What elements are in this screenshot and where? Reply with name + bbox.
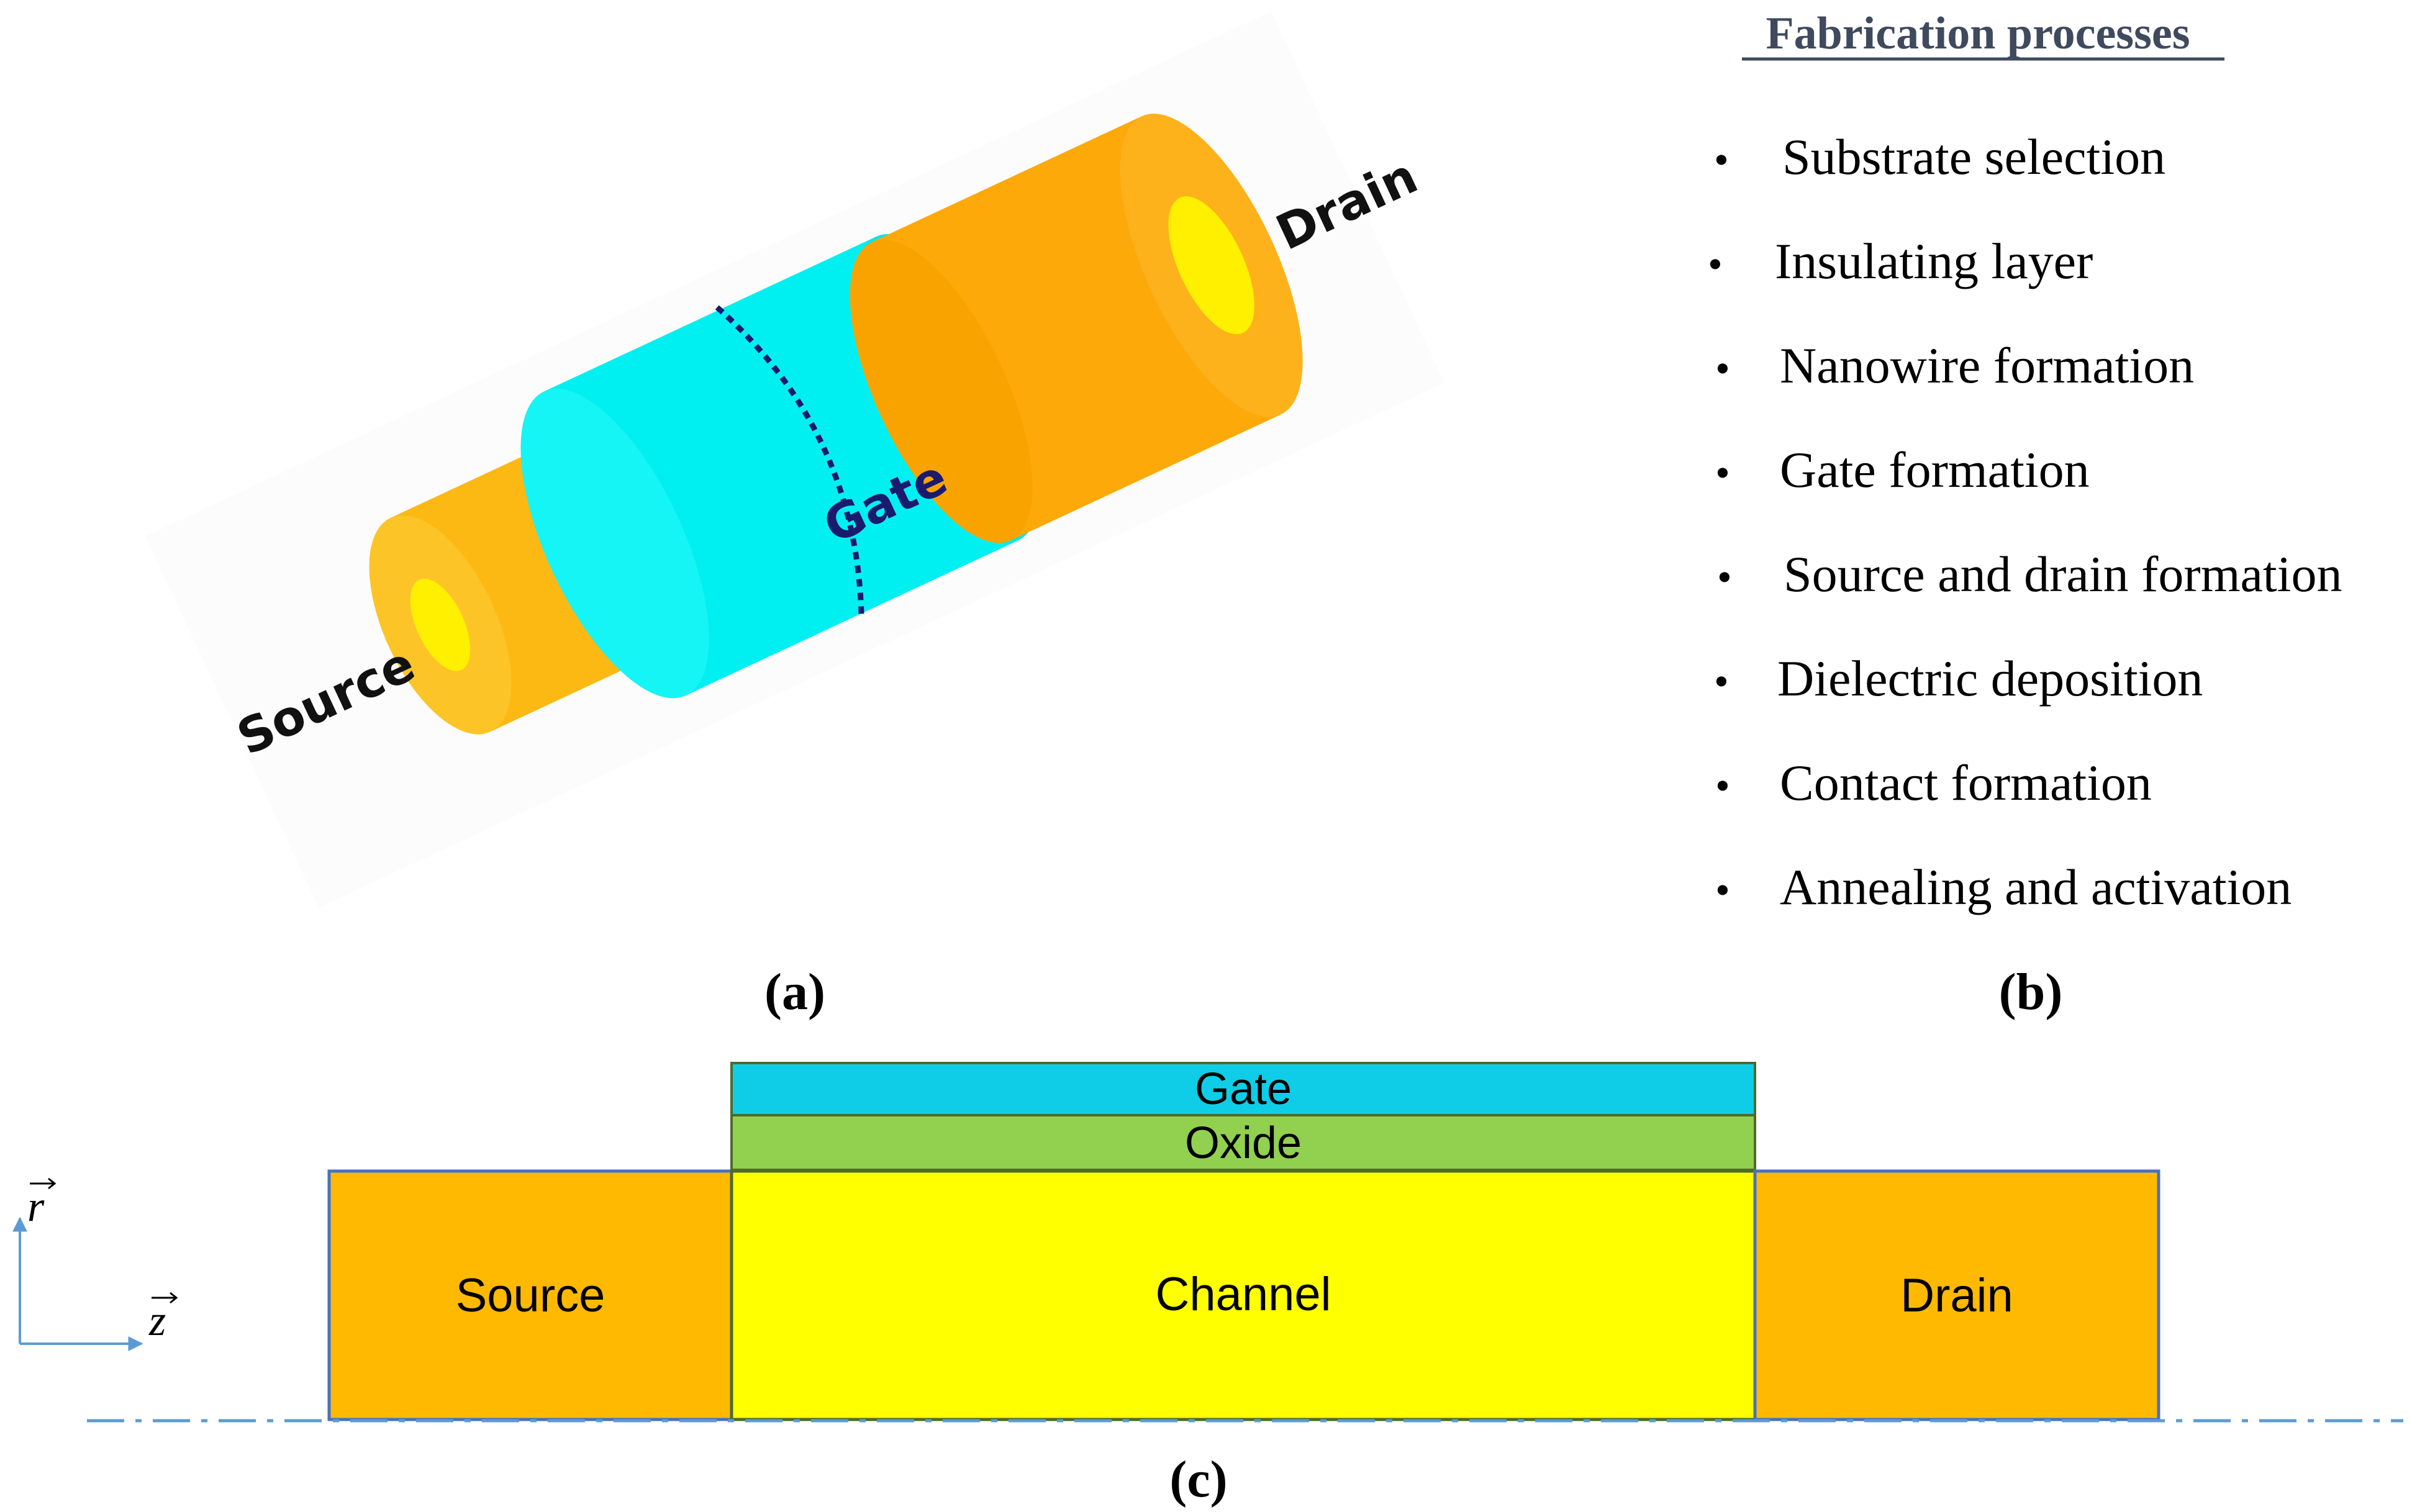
- bullet-5: •: [1717, 553, 1732, 600]
- coordinate-axes: r z: [12, 1177, 178, 1351]
- bullet-4: •: [1715, 449, 1730, 496]
- process-list-title: Fabrication processes: [1766, 8, 2190, 59]
- bullet-3: •: [1715, 345, 1730, 392]
- process-item-8: Annealing and activation: [1780, 859, 2292, 915]
- bullet-8: •: [1715, 866, 1730, 913]
- bullet-7: •: [1715, 762, 1730, 809]
- oxide-region: [730, 1114, 1756, 1171]
- process-item-5: Source and drain formation: [1784, 546, 2342, 602]
- panel-a-caption: (a): [764, 963, 825, 1021]
- oxide-region-label: Oxide: [1185, 1118, 1302, 1168]
- r-axis-label: r: [27, 1183, 45, 1231]
- source-region-label: Source: [456, 1269, 605, 1322]
- panel-c-cross-section: Gate Oxide Source Channel Drain r z: [12, 1062, 2403, 1423]
- gate-region-label: Gate: [1195, 1064, 1292, 1114]
- bullet-6: •: [1714, 658, 1729, 705]
- panel-b-caption: (b): [1999, 963, 2063, 1021]
- drain-cylinder: [850, 114, 1303, 543]
- source-region: [327, 1169, 733, 1421]
- gate-section-line: [715, 305, 864, 617]
- channel-region-label: Channel: [1155, 1268, 1331, 1321]
- process-item-2: Insulating layer: [1775, 233, 2093, 289]
- z-axis-label: z: [148, 1297, 166, 1345]
- channel-region: [730, 1169, 1757, 1421]
- bullet-2: •: [1708, 240, 1723, 287]
- panel-a-illustration: Source Gate Drain: [145, 11, 1444, 908]
- process-item-6: Dielectric deposition: [1777, 650, 2203, 707]
- gate-region: [730, 1062, 1756, 1116]
- drain-core: [1168, 196, 1254, 335]
- panel-c-caption: (c): [1169, 1451, 1227, 1508]
- drain-region-label: Drain: [1900, 1269, 2013, 1322]
- bullet-1: •: [1714, 136, 1729, 183]
- process-item-4: Gate formation: [1780, 441, 2090, 498]
- process-item-3: Nanowire formation: [1780, 337, 2194, 394]
- source-core: [410, 578, 471, 671]
- process-item-7: Contact formation: [1780, 754, 2152, 811]
- process-item-1: Substrate selection: [1782, 129, 2165, 185]
- panel-b-list: Fabrication processes • Substrate select…: [1708, 8, 2342, 915]
